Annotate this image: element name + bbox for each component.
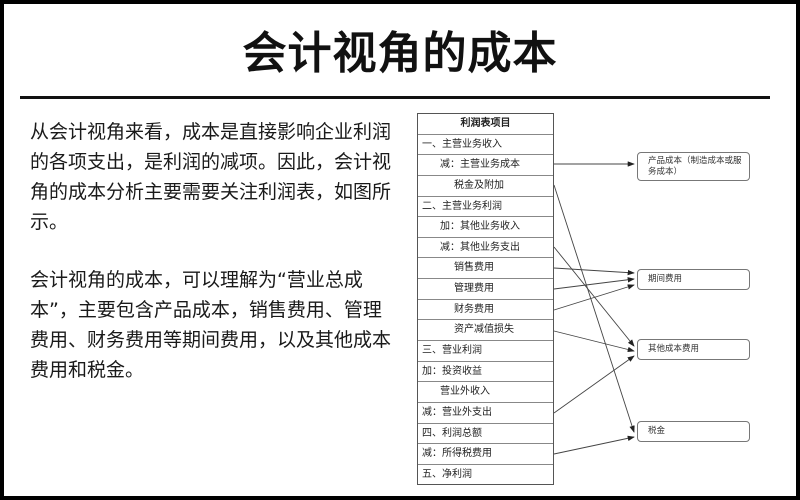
- arrow-admin-to-period: [553, 277, 635, 290]
- arrow-other-expense-to-other-cost: [553, 246, 635, 347]
- intro-paragraph: 从会计视角来看，成本是直接影响企业利润的各项支出，是利润的减项。因此，会计视角的…: [30, 121, 392, 233]
- table-row: 三、营业利润: [418, 341, 553, 362]
- table-row: 减：其他业务支出: [418, 238, 553, 259]
- period-expense-box: 期间费用: [637, 269, 750, 290]
- table-row: 二、主营业务利润: [418, 197, 553, 218]
- other-cost-label: 其他成本费用: [648, 344, 700, 354]
- income-statement-table: 利润表项目 一、主营业务收入 减：主营业务成本 税金及附加 二、主营业务利润 加…: [417, 113, 554, 485]
- arrow-impairment-to-other-cost: [553, 330, 635, 353]
- tax-box: 税金: [637, 421, 750, 442]
- arrow-selling-to-period: [553, 267, 635, 276]
- definition-paragraph: 会计视角的成本，可以理解为“营业总成本”，主要包含产品成本，销售费用、管理费用、…: [30, 269, 392, 381]
- table-row: 减：营业外支出: [418, 403, 553, 424]
- arrow-income-tax-to-tax: [553, 435, 635, 455]
- product-cost-box: 产品成本（制造成本或服务成本）: [637, 152, 750, 181]
- table-row: 减：所得税费用: [418, 444, 553, 465]
- table-row: 五、净利润: [422, 468, 472, 480]
- table-row: 加：投资收益: [418, 362, 553, 383]
- table-row: 财务费用: [418, 300, 553, 321]
- table-row: 管理费用: [418, 279, 553, 300]
- title-divider: [20, 96, 770, 99]
- table-header: 利润表项目: [418, 114, 553, 135]
- table-row: 减：主营业务成本: [418, 155, 553, 176]
- other-cost-box: 其他成本费用: [637, 339, 750, 360]
- period-expense-label: 期间费用: [648, 274, 683, 284]
- table-row: 一、主营业务收入: [418, 135, 553, 156]
- arrow-finance-to-period: [553, 284, 635, 311]
- table-row: 销售费用: [418, 258, 553, 280]
- table-row: 四、利润总额: [418, 424, 553, 445]
- table-row: 营业外收入: [418, 382, 553, 403]
- page-title: 会计视角的成本: [242, 28, 558, 79]
- table-row: 资产减值损失: [418, 320, 553, 342]
- mapping-arrows: [553, 161, 635, 455]
- table-row: 加：其他业务收入: [418, 217, 553, 238]
- product-cost-label: 产品成本（制造成本或服务成本）: [648, 155, 742, 177]
- tax-label: 税金: [648, 426, 666, 436]
- table-row: 税金及附加: [418, 176, 553, 197]
- arrow-tax-surcharge-to-tax: [553, 184, 635, 433]
- arrow-nonop-expense-to-other-cost: [553, 355, 635, 414]
